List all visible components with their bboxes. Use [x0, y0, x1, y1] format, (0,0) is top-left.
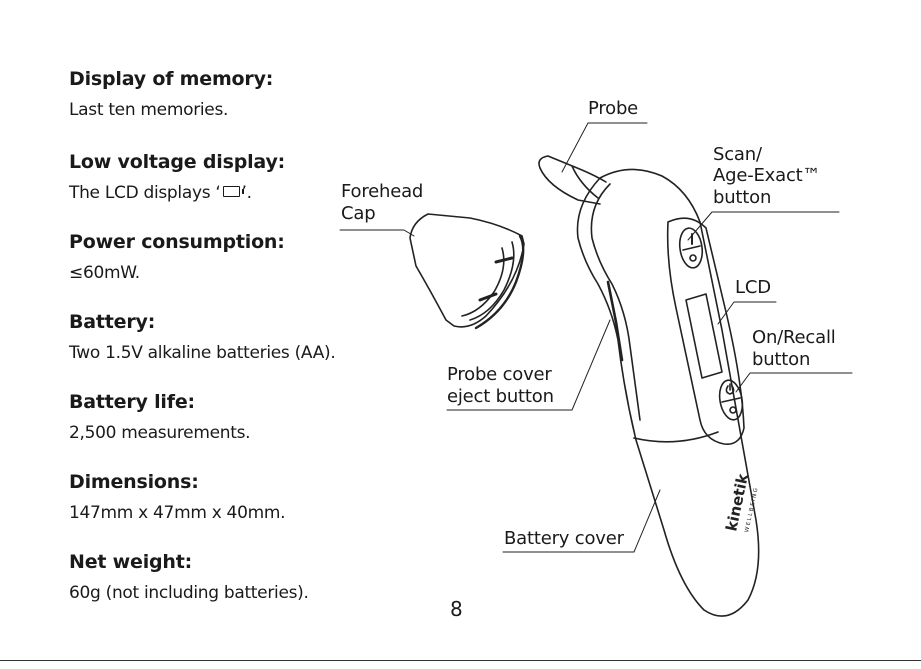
spec-battery-life: Battery life: 2,500 measurements. [69, 390, 251, 444]
spec-value-before: The LCD displays ‘ [69, 183, 221, 203]
spec-heading: Display of memory: [69, 68, 274, 90]
spec-display-of-memory: Display of memory: Last ten memories. [69, 67, 273, 121]
spec-value: The LCD displays ‘ ’. [69, 182, 285, 204]
label-forehead-cap-line2: Cap [341, 203, 376, 224]
label-lcd: LCD [735, 277, 771, 298]
bottom-divider [0, 660, 921, 661]
page-number: 8 [450, 597, 463, 621]
label-on-recall-line1: On/Recall [752, 327, 836, 348]
spec-heading: Net weight: [69, 551, 193, 573]
callout-lines [339, 122, 853, 553]
spec-value: 147mm x 47mm x 40mm. [69, 503, 286, 523]
label-scan-line1: Scan/ [713, 144, 762, 165]
low-battery-icon [222, 186, 244, 197]
spec-value: 60g (not including batteries). [69, 583, 309, 603]
forehead-cap-drawing [409, 213, 525, 330]
spec-value-after: ’. [241, 183, 253, 203]
label-probe-cover-line1: Probe cover [447, 364, 552, 385]
spec-battery: Battery: Two 1.5V alkaline batteries (AA… [69, 310, 336, 364]
label-scan-line2: Age-Exact™ [713, 165, 821, 186]
spec-heading: Dimensions: [69, 471, 199, 493]
spec-heading: Battery life: [69, 391, 195, 413]
spec-low-voltage-display: Low voltage display: The LCD displays ‘ ’… [69, 150, 285, 204]
label-scan-line3: button [713, 187, 772, 208]
spec-heading: Low voltage display: [69, 151, 286, 173]
spec-value: 2,500 measurements. [69, 423, 251, 443]
spec-value: Last ten memories. [69, 100, 229, 120]
label-on-recall-line2: button [752, 349, 811, 370]
spec-net-weight: Net weight: 60g (not including batteries… [69, 550, 309, 604]
label-probe-cover-line2: eject button [447, 386, 554, 407]
label-forehead-cap-line1: Forehead [341, 181, 424, 202]
spec-heading: Power consumption: [69, 231, 285, 253]
spec-power-consumption: Power consumption: ≤60mW. [69, 230, 285, 284]
spec-value: ≤60mW. [69, 263, 140, 283]
label-probe: Probe [588, 98, 639, 119]
label-battery-cover: Battery cover [504, 528, 624, 549]
spec-dimensions: Dimensions: 147mm x 47mm x 40mm. [69, 470, 286, 524]
spec-heading: Battery: [69, 311, 156, 333]
thermometer-body-drawing [538, 155, 760, 617]
spec-value: Two 1.5V alkaline batteries (AA). [69, 343, 336, 363]
